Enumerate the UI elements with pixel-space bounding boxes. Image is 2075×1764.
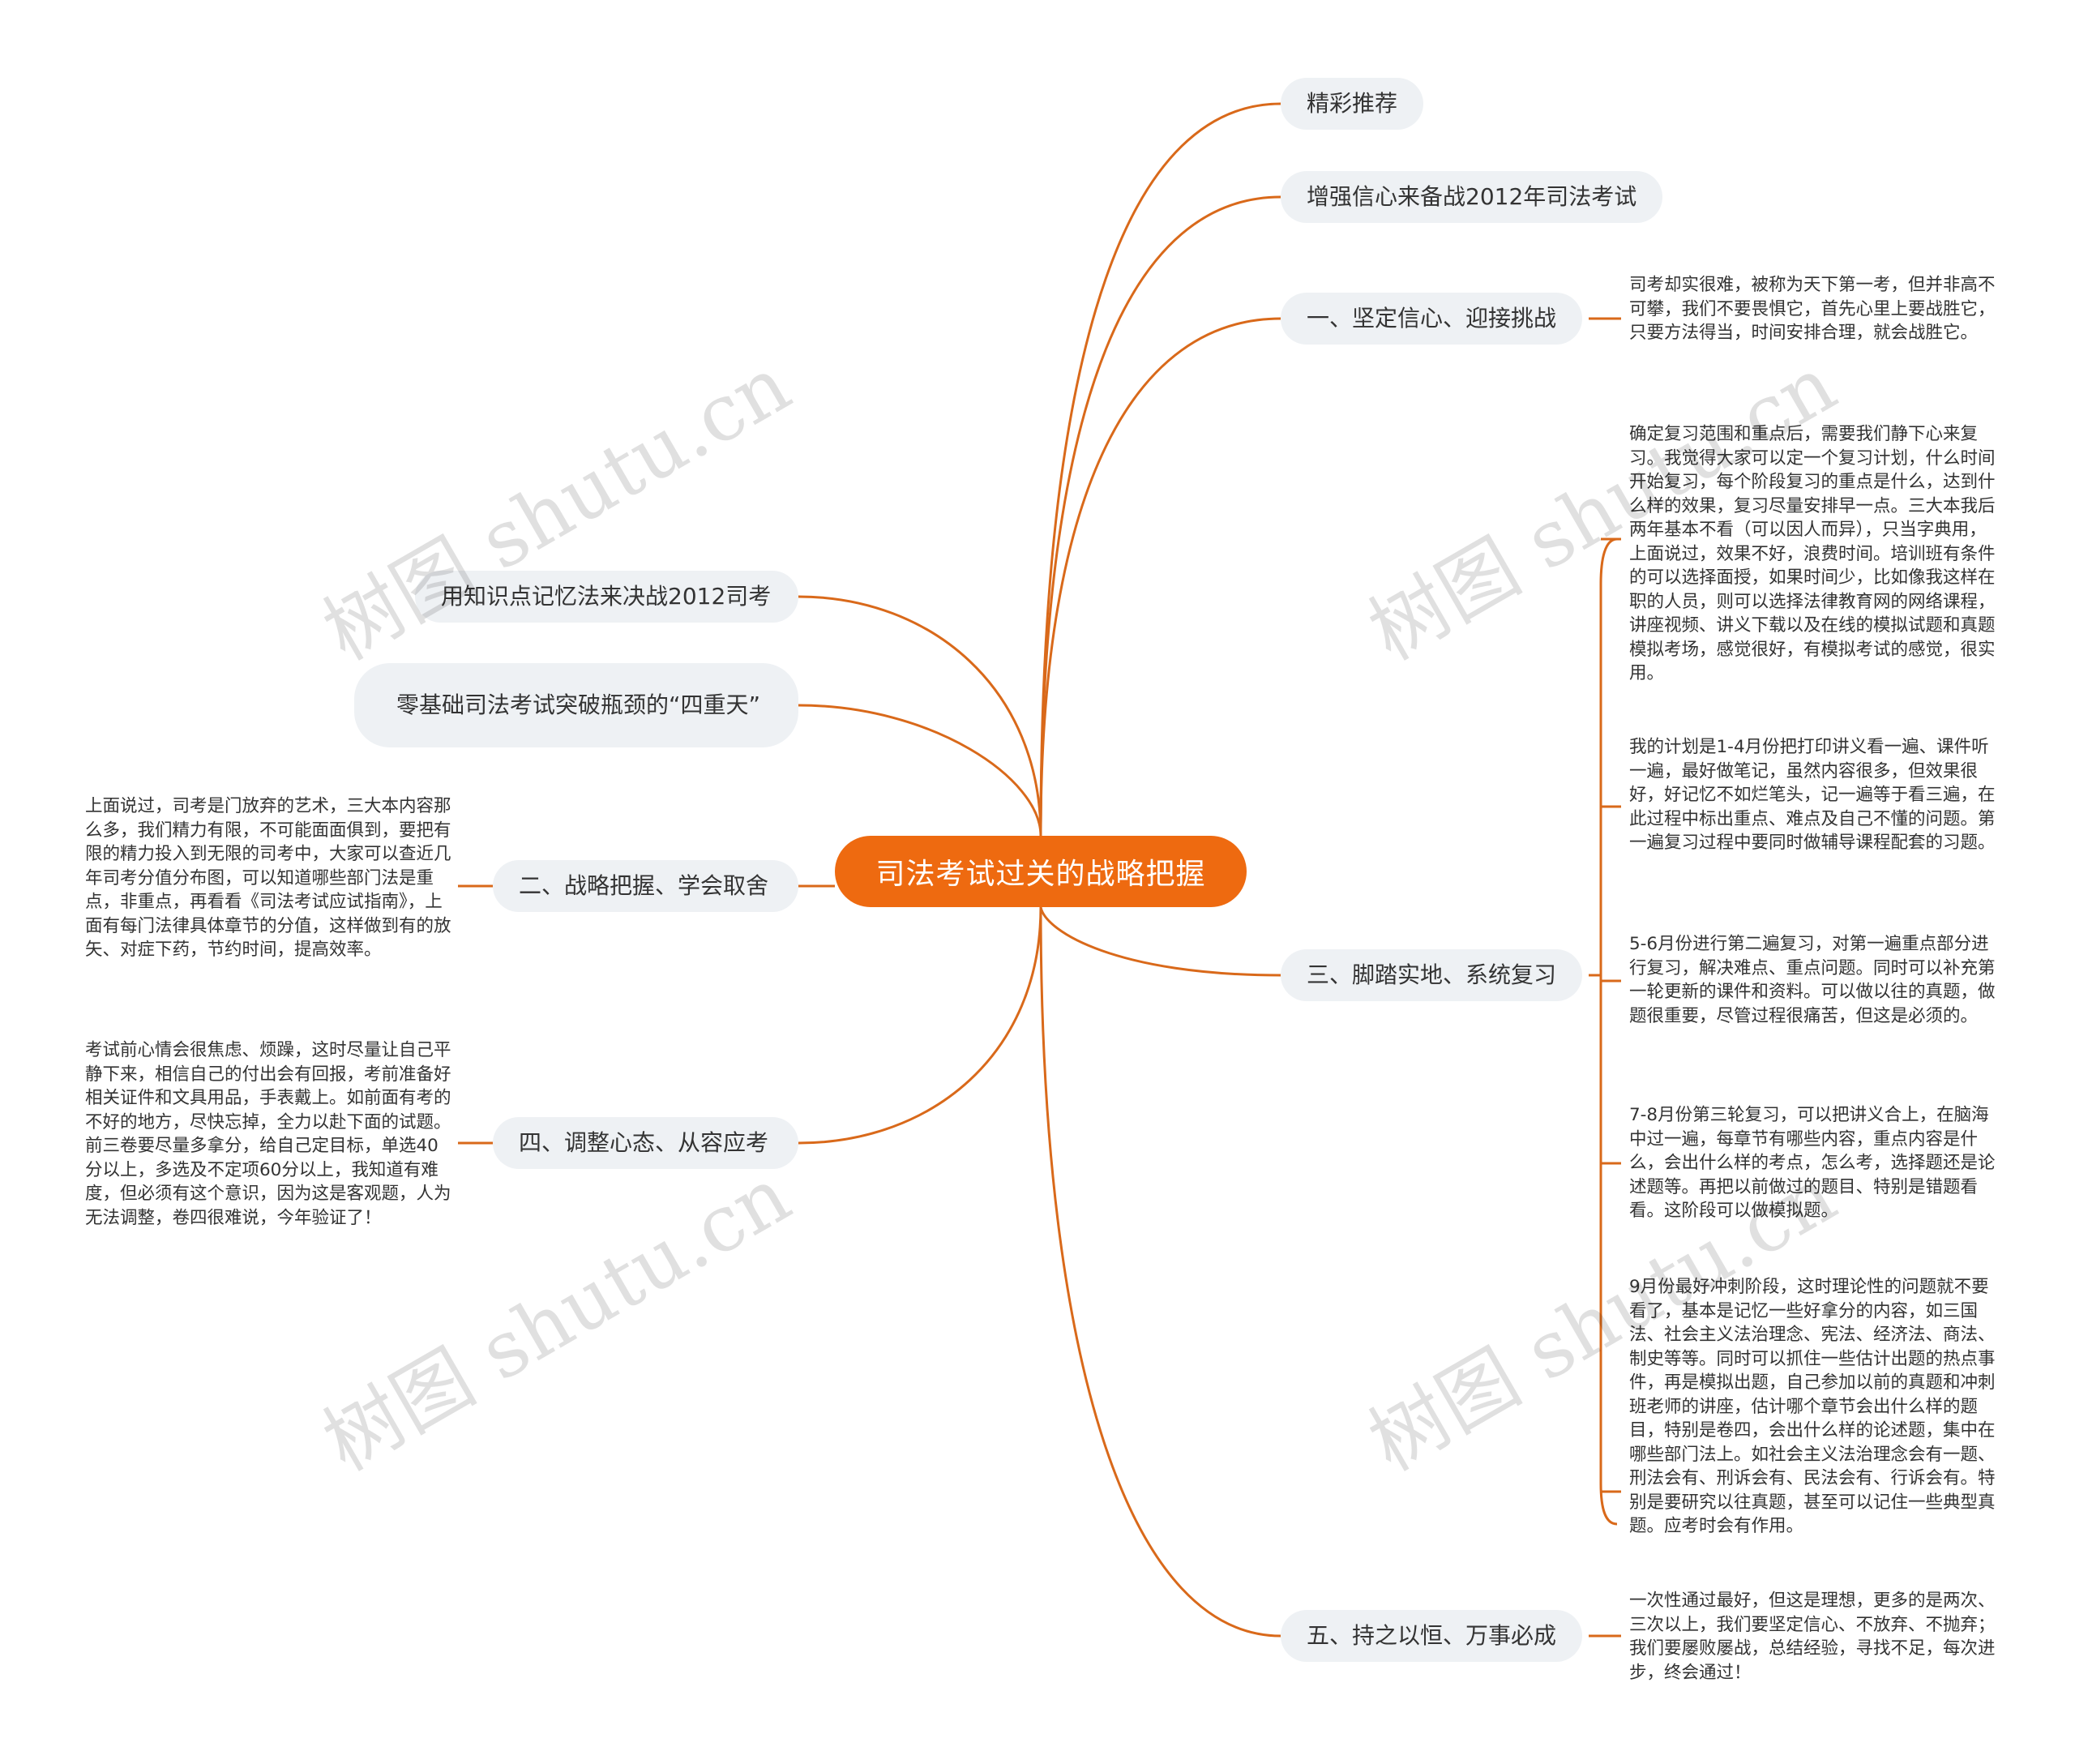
link-root-zhishidian: [798, 595, 1042, 837]
root-label: 司法考试过关的战略把握: [875, 858, 1206, 891]
note-two: 上面说过，司考是门放弃的艺术，三大本内容那么多，我们精力有限，不可能面面俱到，要…: [85, 796, 451, 960]
branch-lingjichu[interactable]: 零基础司法考试突破瓶颈的“四重天”: [354, 663, 798, 747]
link-root-lingjichu: [798, 704, 1042, 837]
note-three-2: 我的计划是1-4月份把打印讲义看一遍、课件听一遍，最好做笔记，虽然内容很多，但效…: [1629, 737, 1996, 853]
note-five: 一次性通过最好，但这是理想，更多的是两次、三次以上，我们要坚定信心、不放弃、不抛…: [1629, 1591, 1996, 1683]
branch-two[interactable]: 二、战略把握、学会取舍: [493, 860, 798, 912]
branch-five-label: 五、持之以恒、万事必成: [1307, 1622, 1557, 1649]
branch-three-label: 三、脚踏实地、系统复习: [1307, 961, 1557, 988]
link-three-bracket: [1589, 537, 1618, 1526]
branch-five[interactable]: 五、持之以恒、万事必成: [1281, 1610, 1583, 1662]
branch-two-label: 二、战略把握、学会取舍: [519, 872, 769, 899]
root-node[interactable]: 司法考试过关的战略把握: [835, 836, 1247, 907]
note-four: 考试前心情会很焦虑、烦躁，这时尽量让自己平静下来，相信自己的付出会有回报，考前准…: [85, 1040, 451, 1228]
branch-xinxin2012-label: 增强信心来备战2012年司法考试: [1307, 183, 1637, 210]
note-three-4: 7-8月份第三轮复习，可以把讲义合上，在脑海中过一遍，每章节有哪些内容，重点内容…: [1629, 1105, 1996, 1221]
branch-four-label: 四、调整心态、从容应考: [519, 1129, 769, 1156]
branch-xinxin2012[interactable]: 增强信心来备战2012年司法考试: [1281, 171, 1663, 223]
note-one: 司考却实很难，被称为天下第一考，但并非高不可攀，我们不要畏惧它，首先心里上要战胜…: [1629, 275, 1996, 343]
branch-one-label: 一、坚定信心、迎接挑战: [1307, 305, 1557, 332]
branch-zhishidian-label: 用知识点记忆法来决战2012司考: [441, 583, 772, 610]
link-root-four: [798, 906, 1042, 1145]
note-three-5: 9月份最好冲刺阶段，这时理论性的问题就不要看了，基本是记忆一些好拿分的内容，如三…: [1629, 1277, 1996, 1536]
branch-lingjichu-label: 零基础司法考试突破瓶颈的“四重天”: [396, 691, 761, 718]
branch-four[interactable]: 四、调整心态、从容应考: [493, 1117, 798, 1169]
branch-zhishidian[interactable]: 用知识点记忆法来决战2012司考: [415, 571, 798, 623]
note-three-1: 确定复习范围和重点后，需要我们静下心来复习。我觉得大家可以定一个复习计划，什么时…: [1629, 424, 1996, 683]
link-root-one: [1039, 317, 1281, 837]
link-root-xinxin2012: [1039, 195, 1281, 837]
branch-jingcai-label: 精彩推荐: [1307, 90, 1398, 117]
note-three-3: 5-6月份进行第二遍复习，对第一遍重点部分进行复习，解决难点、重点问题。同时可以…: [1629, 934, 1996, 1026]
branch-three[interactable]: 三、脚踏实地、系统复习: [1281, 949, 1583, 1001]
branch-one[interactable]: 一、坚定信心、迎接挑战: [1281, 293, 1583, 345]
link-root-three: [1039, 906, 1281, 977]
link-root-five: [1039, 906, 1281, 1638]
branch-jingcai[interactable]: 精彩推荐: [1281, 78, 1424, 130]
link-root-jingcai: [1039, 102, 1281, 837]
